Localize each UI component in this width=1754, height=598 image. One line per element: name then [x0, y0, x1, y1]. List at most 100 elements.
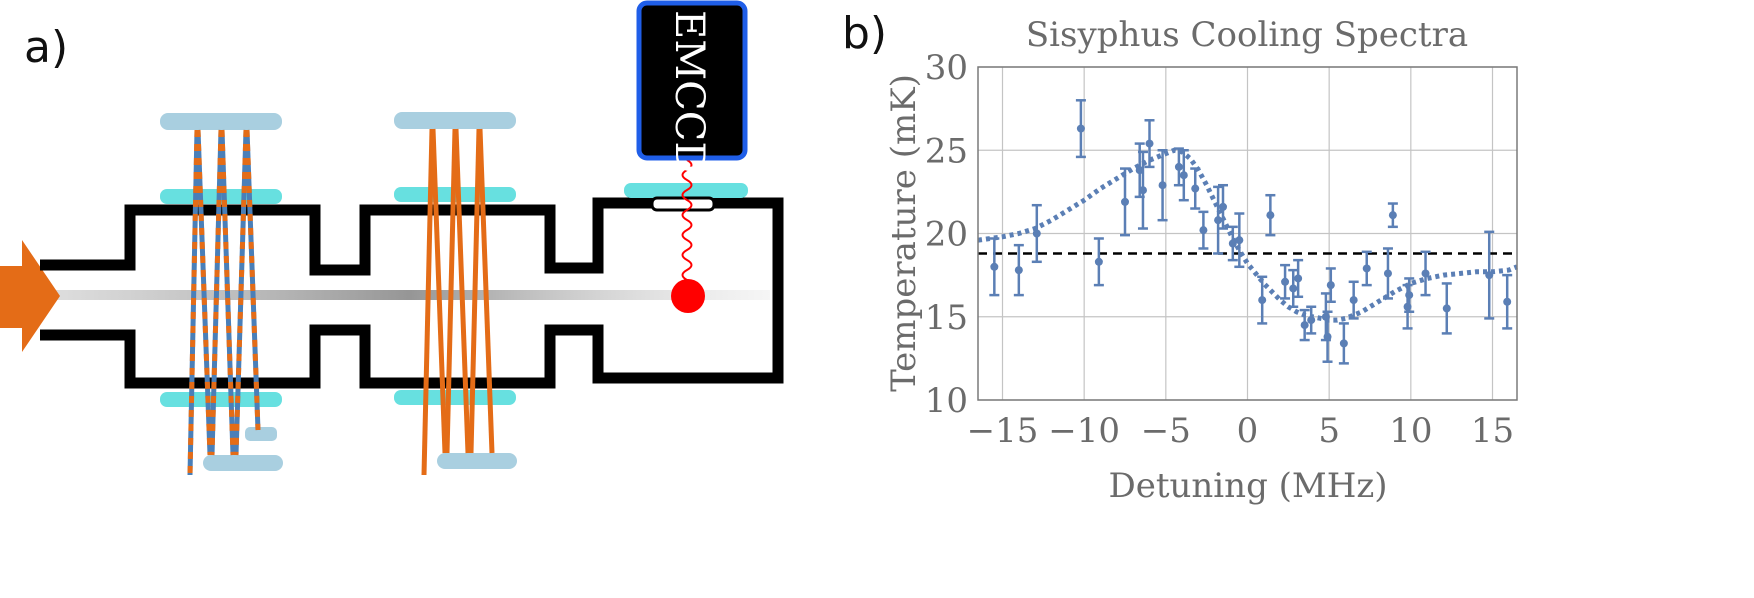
point-marker: [1421, 269, 1430, 278]
x-axis-title: Detuning (MHz): [1108, 466, 1387, 506]
y-tick-label: 15: [925, 298, 968, 338]
data-point: [1484, 230, 1495, 320]
data-point: [1137, 150, 1148, 230]
data-point: [1031, 203, 1042, 264]
x-tick-label: −15: [967, 411, 1039, 451]
point-marker: [1219, 202, 1227, 211]
molecular-beam: [50, 290, 770, 300]
y-tick-labels: 10 15 20 25 30: [925, 48, 968, 421]
point-marker: [1235, 236, 1244, 245]
data-point: [1322, 310, 1333, 363]
camera-body: [636, 0, 748, 161]
trapped-molecule: [671, 279, 705, 313]
data-point: [1120, 167, 1130, 237]
point-marker: [1214, 216, 1223, 225]
mirror-1-bottom: [203, 455, 283, 471]
mirror-2-top: [394, 112, 516, 129]
point-marker: [1179, 171, 1188, 180]
beam-1-orange: [187, 129, 261, 476]
plot-frame: [977, 66, 1518, 401]
y-tick-label: 20: [925, 215, 968, 255]
data-point: [1157, 149, 1168, 222]
point-marker: [1135, 166, 1144, 175]
point-marker: [1323, 332, 1332, 341]
point-marker: [1503, 297, 1512, 306]
data-point: [1441, 282, 1452, 335]
data-point: [1361, 250, 1372, 287]
data-point: [1293, 258, 1304, 299]
point-marker: [1266, 211, 1275, 220]
fluorescence-wave: [681, 159, 693, 301]
panel-b-label: b): [842, 8, 887, 59]
data-point: [989, 237, 1000, 297]
data-point: [1218, 183, 1228, 230]
point-marker: [1349, 296, 1358, 305]
mirror-2-bottom: [437, 453, 517, 469]
data-point: [1234, 212, 1245, 269]
data-point: [1382, 247, 1393, 300]
camera-label: EMCCD: [666, 10, 712, 173]
data-point: [1013, 243, 1024, 297]
data-point: [1502, 273, 1513, 330]
point-marker: [1158, 181, 1167, 190]
data-point: [1075, 99, 1086, 159]
point-marker: [1326, 281, 1335, 290]
point-marker: [1145, 139, 1154, 148]
point-marker: [990, 262, 999, 271]
data-point: [1265, 193, 1276, 237]
data-point: [1190, 167, 1201, 210]
point-marker: [1383, 269, 1392, 278]
data-point: [1348, 280, 1359, 320]
data-point: [1288, 268, 1299, 309]
window-1-bottom: [160, 392, 282, 407]
beam-1-blue: [187, 129, 261, 476]
data-point: [1325, 267, 1336, 304]
chart-title: Sisyphus Cooling Spectra: [1026, 15, 1468, 55]
mirror-1-top: [160, 113, 282, 130]
x-tick-label: −5: [1141, 411, 1191, 451]
data-point: [1306, 305, 1317, 335]
cooling-beams-2: [421, 128, 495, 476]
emccd-camera: EMCCD: [636, 0, 748, 173]
x-tick-label: 10: [1389, 411, 1432, 451]
chamber-upper-wall: [40, 197, 784, 389]
y-tick-label: 25: [925, 131, 968, 171]
vacuum-chamber: [40, 197, 784, 389]
panel-a-label: a): [24, 22, 68, 73]
data-point: [1404, 277, 1415, 314]
data-point: [1299, 308, 1310, 342]
point-marker: [1300, 321, 1309, 330]
x-tick-label: 0: [1237, 411, 1259, 451]
mirrors: [160, 112, 517, 471]
y-tick-label: 30: [925, 48, 968, 88]
window-2-bottom: [394, 390, 516, 405]
data-point: [1280, 263, 1291, 300]
data-point: [1144, 119, 1155, 169]
data-point: [1178, 149, 1189, 202]
camera-aperture: [650, 196, 716, 212]
point-marker: [1442, 304, 1451, 313]
point-marker: [1121, 197, 1129, 206]
data-points: [989, 99, 1513, 365]
data-point: [1257, 275, 1268, 325]
point-marker: [1094, 257, 1103, 266]
point-marker: [1307, 316, 1316, 325]
point-marker: [1258, 296, 1267, 305]
cooling-beams-1: [187, 129, 261, 476]
point-marker: [1339, 339, 1348, 348]
panel-a-diagram: a): [0, 0, 784, 476]
data-point: [1198, 210, 1209, 250]
x-tick-label: −10: [1048, 411, 1120, 451]
point-marker: [1405, 291, 1414, 300]
point-marker: [1174, 162, 1183, 171]
y-tick-label: 10: [925, 381, 968, 421]
chart-grid: [978, 66, 1517, 401]
point-marker: [1485, 271, 1494, 280]
point-marker: [1281, 277, 1290, 286]
data-point: [1420, 250, 1431, 297]
x-tick-label: 15: [1471, 411, 1514, 451]
point-marker: [1076, 124, 1085, 133]
